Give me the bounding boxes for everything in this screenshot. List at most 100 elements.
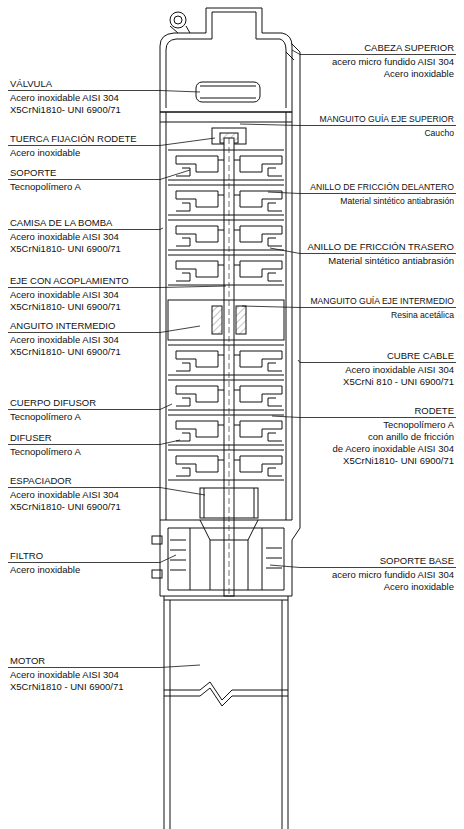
stage-stroke [240, 421, 282, 437]
material-note: acero micro fundido AISI 304 [332, 56, 454, 68]
stage-stroke [240, 226, 282, 242]
stage-stroke [176, 203, 190, 211]
part-name: TUERCA FIJACIÓN RODETE [10, 133, 137, 145]
material-note: Acero inoxidable AISI 304 [10, 289, 119, 301]
material-note: X5CrNi 810 - UNI 6900/71 [343, 376, 454, 388]
part-name: CUBRE CABLE [387, 350, 454, 362]
part-name: SOPORTE [10, 167, 56, 179]
leader-line [8, 287, 160, 288]
part-name: EJE CON ACOPLAMIENTO [10, 275, 129, 287]
leader-line [8, 562, 160, 563]
leader-line [8, 229, 160, 230]
leader-line [8, 667, 160, 668]
material-note: Acero inoxidable [384, 68, 454, 80]
material-note: Acero inoxidable [384, 581, 454, 593]
material-note: X5CrNi1810- UNI 6900/71 [10, 501, 121, 513]
leader-line [8, 409, 160, 410]
leader-line [160, 228, 163, 230]
stage-stroke [268, 433, 282, 441]
leader-line [160, 404, 172, 410]
stage-stroke [218, 230, 240, 231]
leader-line [300, 125, 456, 126]
stage-stroke [218, 195, 240, 196]
material-note: Acero inoxidable AISI 304 [10, 92, 119, 104]
part-name: MOTOR [10, 655, 45, 667]
material-note: Caucho [424, 127, 454, 139]
stage-stroke [168, 220, 284, 250]
leader-line [272, 416, 300, 418]
leader-line [242, 306, 300, 308]
material-note: Acero inoxidable [10, 564, 80, 576]
leader-line [268, 192, 300, 194]
stage-stroke [176, 433, 190, 441]
leader-line [300, 417, 456, 418]
stage-stroke [176, 386, 218, 402]
stage-stroke [176, 421, 218, 437]
stage-stroke [218, 265, 240, 266]
leader-line [300, 307, 456, 308]
stage-stroke [176, 156, 218, 172]
material-note: Acero inoxidable AISI 304 [10, 489, 119, 501]
leader-line [160, 170, 190, 180]
stage-stroke [268, 398, 282, 406]
stage-stroke [218, 425, 240, 426]
part-name: ANILLO DE FRICCIÓN TRASERO [307, 241, 454, 253]
stage-stroke [176, 191, 218, 207]
stage-stroke [168, 415, 284, 445]
material-note: con anillo de fricción [368, 431, 454, 443]
leader-line [8, 145, 160, 146]
leader-line [300, 193, 456, 194]
stage-stroke [168, 185, 284, 215]
leader-line [160, 488, 205, 496]
part-name: CABEZA SUPERIOR [364, 42, 454, 54]
stage-stroke [168, 255, 284, 285]
leader-line [160, 326, 200, 333]
stage-stroke [218, 390, 240, 391]
stage-stroke [176, 456, 218, 472]
part-name: MANGUITO GUÍA EJE SUPERIOR [320, 113, 455, 125]
stage-stroke [176, 273, 190, 281]
stage-stroke [218, 355, 240, 356]
stage-stroke [176, 468, 190, 476]
stage-stroke [176, 261, 218, 277]
material-note: Acero inoxidable AISI 304 [10, 334, 119, 346]
leader-line [160, 138, 215, 146]
leader-line [270, 248, 300, 254]
material-note: Tecnopolímero A [10, 411, 81, 423]
material-note: X5CrNi1810- UNI 6900/71 [10, 301, 121, 313]
stage-stroke [176, 238, 190, 246]
leader-line [8, 332, 160, 333]
part-name: CUERPO DIFUSOR [10, 397, 96, 409]
material-note: X5CrNi1810 - UNI 6900/71 [10, 681, 124, 693]
leader-line [8, 179, 160, 180]
material-note: X5CrNi1810- UNI 6900/71 [10, 243, 121, 255]
stage-stroke [240, 156, 282, 172]
material-note: X5CrNi1810- UNI 6900/71 [10, 346, 121, 358]
material-note: Material sintético antiabrasión [328, 255, 454, 267]
stage-stroke [176, 363, 190, 371]
leader-line [300, 253, 456, 254]
leader-line [8, 487, 160, 488]
stage-stroke [168, 380, 284, 410]
stage-stroke [176, 226, 218, 242]
part-name: MANGUITO GUÍA EJE INTERMEDIO [310, 295, 454, 307]
leader-line [298, 360, 300, 363]
stage-stroke [268, 238, 282, 246]
material-note: Acero inoxidable AISI 304 [10, 231, 119, 243]
stage-stroke [218, 160, 240, 161]
part-name: FILTRO [10, 550, 43, 562]
part-name: CAMISA DE LA BOMBA [10, 217, 112, 229]
material-note: Resina acetálica [391, 309, 454, 321]
material-note: Acero inoxidable AISI 304 [10, 669, 119, 681]
material-note: Acero inoxidable AISI 304 [345, 364, 454, 376]
stage-stroke [176, 398, 190, 406]
stage-stroke [168, 150, 284, 180]
stage-stroke [268, 363, 282, 371]
material-note: acero micro fundido AISI 304 [332, 569, 454, 581]
stage-stroke [268, 468, 282, 476]
stage-stroke [176, 351, 218, 367]
part-name: ANGUITO INTERMEDIO [10, 320, 115, 332]
leader-line [8, 90, 160, 91]
stage-stroke [268, 168, 282, 176]
